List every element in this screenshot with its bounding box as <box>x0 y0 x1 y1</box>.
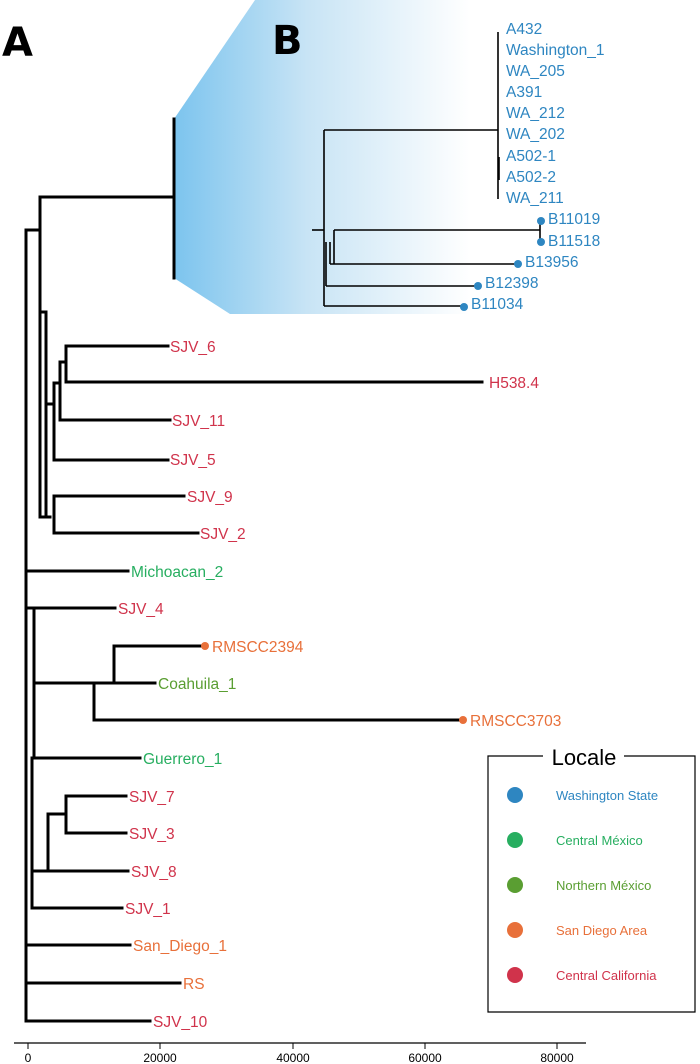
legend-label: Central California <box>556 968 657 983</box>
tip-label: Michoacan_2 <box>131 564 223 581</box>
legend-swatch <box>507 922 523 938</box>
tip-label: A391 <box>506 84 542 101</box>
tip-dot <box>537 238 545 246</box>
tip-label: B12398 <box>485 275 538 292</box>
tree-b-tip-labels: A432 Washington_1 WA_205 A391 WA_212 WA_… <box>471 21 605 313</box>
tip-label: SJV_6 <box>170 339 216 356</box>
legend-swatch <box>507 787 523 803</box>
branch <box>92 681 465 722</box>
tip-label: SJV_10 <box>153 1014 208 1031</box>
tip-label: B11019 <box>548 211 600 228</box>
branch <box>58 360 172 422</box>
zoom-highlight-wedge <box>174 0 470 314</box>
panel-label-a: A <box>2 20 33 66</box>
tip-label: A432 <box>506 21 542 38</box>
tip-label: A502-2 <box>506 169 556 186</box>
tip-dot <box>201 642 209 650</box>
branch <box>64 794 128 835</box>
tip-label: WA_202 <box>506 126 565 143</box>
branch <box>44 402 56 519</box>
branch <box>325 242 478 287</box>
tip-label: RS <box>183 976 205 993</box>
tip-dot <box>459 716 467 724</box>
tip-label: RMSCC2394 <box>212 639 304 656</box>
tree-b-branches <box>312 32 541 307</box>
tip-label: SJV_5 <box>170 452 216 469</box>
tip-label: WA_211 <box>506 190 564 207</box>
tip-label: SJV_9 <box>187 489 233 506</box>
legend-label: San Diego Area <box>556 923 648 938</box>
legend-label: Central México <box>556 833 643 848</box>
branch <box>333 229 540 264</box>
branch <box>52 494 200 535</box>
x-tick-label: 40000 <box>276 1051 310 1064</box>
tip-label: Coahuila_1 <box>158 676 236 693</box>
branch <box>323 129 498 307</box>
x-axis: 0 20000 40000 60000 80000 <box>14 1042 586 1064</box>
tip-dot <box>460 303 468 311</box>
x-tick-label: 20000 <box>143 1051 177 1064</box>
tip-label: SJV_8 <box>131 864 177 881</box>
branch <box>30 756 50 910</box>
branch <box>46 812 130 873</box>
tip-label: SJV_2 <box>200 526 246 543</box>
branch <box>92 644 207 685</box>
tip-label: SJV_11 <box>172 413 225 430</box>
tip-label: H538.4 <box>489 375 539 392</box>
tip-markers <box>201 217 545 724</box>
x-tick-label: 80000 <box>540 1051 574 1064</box>
tip-label: WA_205 <box>506 63 565 80</box>
tip-label: WA_212 <box>506 105 565 122</box>
tip-label: B13956 <box>525 254 578 271</box>
tip-label: RMSCC3703 <box>470 713 561 730</box>
legend-swatch <box>507 832 523 848</box>
tip-label: SJV_7 <box>129 789 175 806</box>
tip-label: San_Diego_1 <box>133 938 227 955</box>
legend-swatch <box>507 967 523 983</box>
tip-label: A502-1 <box>506 148 556 165</box>
tip-label: Guerrero_1 <box>143 751 222 768</box>
tip-dot <box>537 217 545 225</box>
legend-title: Locale <box>552 745 617 770</box>
branch <box>329 242 518 265</box>
tip-label: SJV_3 <box>129 826 175 843</box>
panel-label-b: B <box>272 18 303 64</box>
x-tick-label: 60000 <box>408 1051 442 1064</box>
legend-frame <box>487 755 696 1013</box>
legend: Locale Washington State Central México N… <box>487 745 696 1013</box>
tip-label: Washington_1 <box>506 42 605 59</box>
legend-label: Northern México <box>556 878 651 893</box>
branch <box>24 195 176 1023</box>
legend-swatch <box>507 877 523 893</box>
tree-a-branches <box>24 117 484 1023</box>
branch <box>64 344 484 384</box>
tip-label: B11034 <box>471 296 524 313</box>
x-tick-label: 0 <box>25 1051 32 1064</box>
tip-label: B11518 <box>548 233 600 250</box>
legend-label: Washington State <box>556 788 658 803</box>
tip-label: SJV_4 <box>118 601 164 618</box>
tip-dot <box>514 260 522 268</box>
branch <box>32 606 96 760</box>
tree-a-tip-labels: SJV_6 H538.4 SJV_11 SJV_5 SJV_9 SJV_2 Mi… <box>118 339 561 1031</box>
tip-label: SJV_1 <box>125 901 171 918</box>
tip-dot <box>474 282 482 290</box>
